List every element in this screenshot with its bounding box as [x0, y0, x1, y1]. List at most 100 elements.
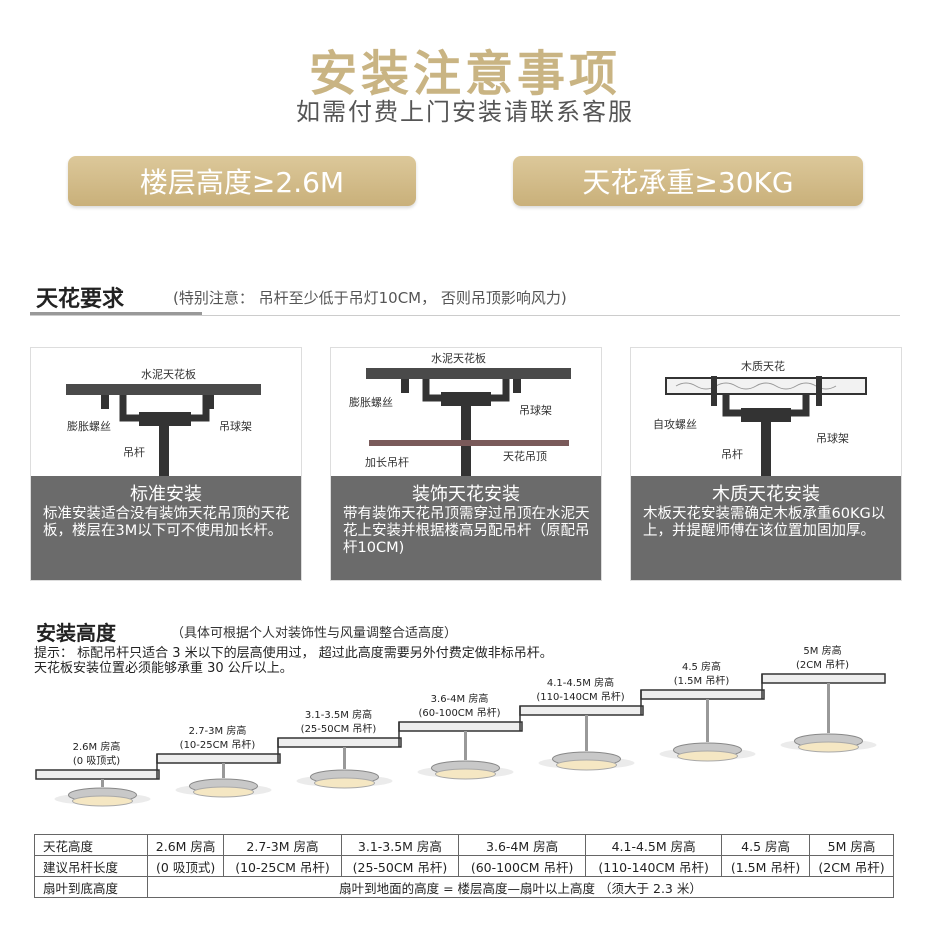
row-header: 建议吊杆长度 [34, 855, 148, 877]
label-rod: 吊杆 [123, 445, 145, 459]
spec-table: 天花高度 2.6M 房高 2.7-3M 房高 3.1-3.5M 房高 3.6-4… [34, 834, 895, 898]
table-cell: (0 吸顶式) [146, 855, 225, 877]
fan-light [798, 741, 859, 753]
label-concrete: 水泥天花板 [431, 351, 486, 365]
fan-rod [585, 715, 588, 751]
table-cell: (110-140CM 吊杆) [584, 855, 723, 877]
label-wood: 木质天花 [741, 360, 785, 373]
label-bracket: 吊球架 [219, 419, 252, 433]
label-rod: 加长吊杆 [365, 455, 409, 469]
fan-rod [464, 731, 467, 760]
card-title: 木质天花安装 [712, 484, 820, 505]
table-cell: (2CM 吊杆) [808, 855, 895, 877]
table-cell: 4.5 房高 [721, 834, 810, 856]
decor-ceiling-diagram: 水泥天花板 膨胀螺丝 吊球架 加长吊杆 天花吊顶 [331, 348, 601, 476]
wood-ceiling-diagram: 木质天花 自攻螺丝 吊球架 吊杆 [631, 348, 901, 476]
table-row: 扇叶到底高度 扇叶到地面的高度 = 楼层高度—扇叶以上高度 （须大于 2.3 米… [34, 876, 894, 898]
ceiling-note: (特别注意： 吊杆至少低于吊灯10CM， 否则吊顶影响风力) [173, 289, 567, 307]
card-wood-ceiling-install: 木质天花 自攻螺丝 吊球架 吊杆 木质天花安装 木板天花安装需确定木板承重60K… [630, 347, 902, 581]
page-title: 安装注意事项 [308, 46, 621, 102]
step-height-label: 3.6-4M 房高 [431, 692, 489, 705]
step-height-label: 3.1-3.5M 房高 [305, 708, 372, 721]
ceiling-step [277, 737, 402, 748]
ceiling-load-badge: 天花承重≥30KG [513, 156, 863, 206]
row-header: 扇叶到底高度 [34, 876, 148, 898]
install-height-heading: 安装高度 [36, 621, 116, 645]
fan-light [435, 768, 496, 780]
heading-underline [30, 312, 202, 316]
page-subtitle: 如需付费上门安装请联系客服 [296, 98, 634, 126]
step-rod-label: (10-25CM 吊杆) [180, 739, 256, 751]
card-caption: 木质天花安装 木板天花安装需确定木板承重60KG以上，并提醒师傅在该位置加固加厚… [631, 476, 901, 580]
fan-rod [706, 699, 709, 742]
step-rod-label: (1.5M 吊杆) [674, 675, 730, 687]
section-divider [30, 315, 900, 316]
down-rod [761, 422, 771, 476]
card-title: 装饰天花安装 [412, 484, 520, 505]
card-caption: 标准安装 标准安装适合没有装饰天花吊顶的天花板，楼层在3M以下可不使用加长杆。 [31, 476, 301, 580]
card-decor-ceiling-install: 水泥天花板 膨胀螺丝 吊球架 加长吊杆 天花吊顶 装饰天花安装 带有装饰天花吊顶… [330, 347, 602, 581]
card-description: 木板天花安装需确定木板承重60KG以上，并提醒师傅在该位置加固加厚。 [643, 506, 886, 539]
tip-line-2: 天花板安装位置必须能够承重 30 公斤以上。 [34, 661, 293, 676]
label-rod: 吊杆 [721, 447, 743, 461]
ceiling-step [640, 689, 765, 700]
label-bracket: 吊球架 [816, 431, 849, 445]
concrete-slab [366, 368, 571, 379]
ceiling-step [35, 769, 160, 780]
table-cell: 2.7-3M 房高 [223, 834, 342, 856]
fan-light [677, 750, 738, 762]
fan-light [556, 759, 617, 771]
fan-rod [827, 683, 830, 733]
ceiling-step [519, 705, 644, 716]
table-cell: 2.6M 房高 [146, 834, 225, 856]
table-cell: (60-100CM 吊杆) [458, 855, 586, 877]
table-cell: 5M 房高 [808, 834, 895, 856]
table-cell: 3.1-3.5M 房高 [340, 834, 460, 856]
row-header: 天花高度 [34, 834, 148, 856]
table-cell: (25-50CM 吊杆) [340, 855, 460, 877]
label-screw: 自攻螺丝 [653, 417, 697, 431]
card-description: 标准安装适合没有装饰天花吊顶的天花板，楼层在3M以下可不使用加长杆。 [43, 506, 290, 539]
label-bracket: 吊球架 [519, 403, 552, 417]
fan-light [314, 777, 375, 789]
fan-rod [222, 763, 225, 778]
step-rod-label: (2CM 吊杆) [796, 659, 849, 671]
label-concrete: 水泥天花板 [141, 367, 196, 381]
table-cell: 3.6-4M 房高 [458, 834, 586, 856]
ceiling-step [398, 721, 523, 732]
install-height-stairs: 2.6M 房高(0 吸顶式) 2.7-3M 房高 (10-25CM 吊杆) 3.1-3… [35, 644, 886, 807]
fan-rod [343, 747, 346, 769]
table-cell: (10-25CM 吊杆) [223, 855, 342, 877]
standard-install-diagram: 水泥天花板 膨胀螺丝 吊球架 吊杆 [31, 348, 301, 476]
step-rod-label: (60-100CM 吊杆) [418, 707, 500, 719]
step-rod-label: (25-50CM 吊杆) [301, 723, 377, 735]
step-height-label: 4.5 房高 [682, 660, 721, 673]
decor-ceiling [369, 440, 569, 446]
card-standard-install: 水泥天花板 膨胀螺丝 吊球架 吊杆 标准安装 标准安装适合没有装饰天花吊顶的天花… [30, 347, 302, 581]
tip-line-1: 提示： 标配吊杆只适合 3 米以下的层高使用过， 超过此高度需要另外付费定做非标… [34, 646, 553, 661]
step-rod-label: (110-140CM 吊杆) [536, 691, 624, 703]
step-height-label: 5M 房高 [803, 644, 841, 657]
floor-height-badge: 楼层高度≥2.6M [68, 156, 416, 206]
ceiling-heading: 天花要求 [36, 287, 125, 312]
label-bolt: 膨胀螺丝 [349, 395, 393, 409]
fan-rod [101, 779, 104, 787]
install-height-note: （具体可根据个人对装饰性与风量调整合适高度） [171, 626, 458, 641]
label-decor: 天花吊顶 [503, 450, 547, 463]
card-caption: 装饰天花安装 带有装饰天花吊顶需穿过吊顶在水泥天花上安装并根据楼高另配吊杆（原配… [331, 476, 601, 580]
card-description: 带有装饰天花吊顶需穿过吊顶在水泥天花上安装并根据楼高另配吊杆（原配吊杆10CM) [343, 506, 590, 556]
label-bolt: 膨胀螺丝 [67, 419, 111, 433]
down-rod [159, 426, 169, 476]
ceiling-step [156, 753, 281, 764]
step-rod-label: (0 吸顶式) [73, 754, 120, 767]
step-height-label: 2.6M 房高 [73, 740, 121, 753]
card-title: 标准安装 [130, 484, 202, 505]
fan-light [193, 786, 254, 798]
concrete-slab [66, 384, 261, 395]
table-cell: 扇叶到地面的高度 = 楼层高度—扇叶以上高度 （须大于 2.3 米） [147, 876, 894, 898]
fan-light [72, 795, 133, 807]
ceiling-step [761, 673, 886, 684]
table-cell: 4.1-4.5M 房高 [584, 834, 723, 856]
step-height-label: 2.7-3M 房高 [189, 724, 247, 737]
table-cell: (1.5M 吊杆) [721, 855, 810, 877]
